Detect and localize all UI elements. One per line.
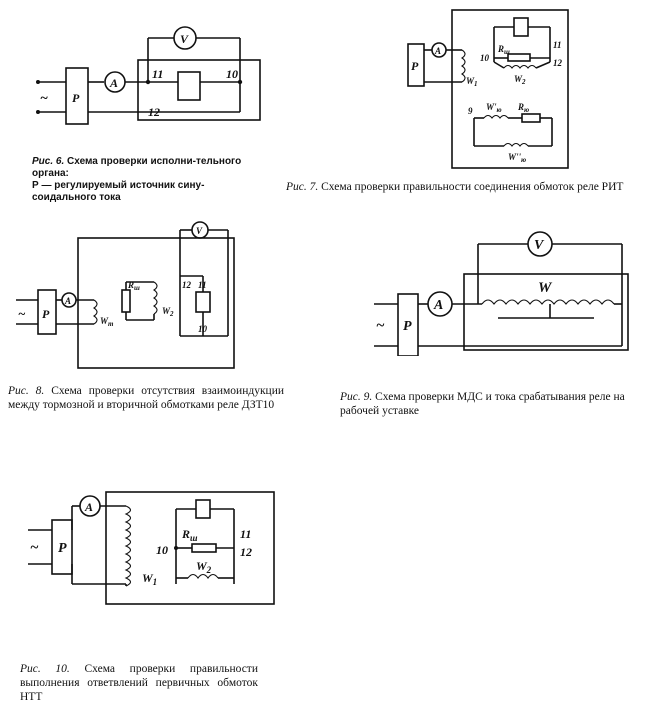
fig8-relay-enclosure: [77, 237, 235, 369]
fig8-rsh-resistor: [121, 289, 131, 313]
fig7-caption: Рис. 7. Схема проверки правильности соед…: [286, 180, 668, 194]
fig10-w1-coil: [124, 505, 132, 587]
fig9-source-box: [397, 293, 419, 356]
fig9-caption: Рис. 9. Схема проверки МДС и тока срабат…: [340, 390, 662, 418]
fig10-source-label: P: [58, 541, 67, 556]
fig6-ac-symbol: ~: [40, 91, 48, 106]
fig9-ammeter-label: A: [433, 298, 443, 313]
fig7-caption-text: Схема проверки правильности соединения о…: [318, 181, 624, 193]
fig10-w1-label: W1: [142, 571, 157, 587]
fig10-diagram: P ~ A W1 Rш W2 10 11 12: [28, 491, 275, 605]
fig7-terminal-10: 10: [480, 53, 490, 63]
fig7-rk-resistor: [521, 113, 541, 123]
fig7-wii-label: W''ю: [508, 152, 526, 164]
fig10-caption-text: Схема проверки правильности выполнения о…: [20, 663, 258, 703]
fig7-w1-label: W1: [466, 76, 478, 88]
fig7-ammeter-label: A: [434, 46, 441, 56]
fig8-relay-coil: [195, 291, 211, 313]
fig10-rsh-label: Rш: [181, 527, 198, 543]
fig8-source-label: P: [42, 307, 50, 321]
fig6-terminal-12: 12: [148, 105, 160, 119]
fig9-source-label: P: [403, 319, 412, 334]
fig9-w-label: W: [538, 280, 553, 296]
fig9-voltmeter-label: V: [534, 238, 545, 253]
fig8-caption: Рис. 8. Схема проверки отсутствия взаимо…: [8, 384, 284, 412]
fig8-diagram: P ~ A Wт Rш W2 V 12 11 10: [16, 221, 235, 369]
fig6-ammeter-label: A: [109, 76, 118, 90]
fig10-w2-coil: [187, 573, 219, 579]
fig8-w2-coil: [153, 281, 158, 315]
fig7-wii-coil: [503, 142, 529, 147]
fig6-diagram: P ~ A V 11 10 12: [36, 26, 261, 125]
fig8-caption-number: Рис. 8.: [8, 385, 45, 397]
fig7-relay-enclosure: [451, 9, 569, 169]
fig10-relay-enclosure: [105, 491, 275, 605]
fig7-rsh-label: Rш: [497, 44, 510, 56]
fig7-wi-coil: [483, 114, 509, 119]
fig7-relay-coil: [513, 17, 529, 37]
fig8-w2-label: W2: [162, 306, 174, 318]
fig7-terminal-9: 9: [468, 106, 473, 116]
fig8-ac-symbol: ~: [18, 306, 26, 321]
fig9-w-coil: [481, 299, 615, 305]
fig7-w2-label: W2: [514, 74, 526, 86]
fig8-terminal-11: 11: [198, 280, 207, 290]
fig8-source-box: [37, 289, 57, 335]
fig10-ac-symbol: ~: [30, 540, 39, 556]
fig7-diagram: P A W1 Rш W2 10 11 12 9 W'ю Rю W''ю: [407, 9, 569, 169]
fig8-ammeter-label: A: [64, 296, 71, 306]
fig8-terminal-12: 12: [182, 280, 192, 290]
fig9-caption-text: Схема проверки МДС и тока срабатывания р…: [340, 391, 625, 417]
fig6-voltmeter-label: V: [180, 32, 189, 46]
fig10-relay-coil: [195, 499, 211, 519]
fig9-relay-enclosure: [463, 273, 629, 351]
fig8-caption-text: Схема проверки отсутствия взаимоиндукции…: [8, 385, 284, 411]
fig7-terminal-12: 12: [553, 58, 563, 68]
fig6-relay-coil: [177, 71, 201, 101]
fig9-diagram: P ~ A W V: [374, 231, 629, 356]
fig6-terminal-11: 11: [152, 67, 163, 81]
fig8-terminal-10: 10: [198, 324, 208, 334]
fig10-terminal-11: 11: [240, 527, 251, 541]
fig7-source-label: P: [411, 59, 419, 73]
fig6-relay-enclosure: [137, 59, 261, 121]
fig7-caption-number: Рис. 7.: [286, 181, 319, 193]
fig8-rsh-label: Rш: [127, 280, 140, 292]
fig10-caption-number: Рис. 10.: [20, 663, 70, 675]
fig7-w2-coil: [503, 64, 537, 69]
fig10-terminal-10: 10: [156, 543, 168, 557]
fig7-terminal-11: 11: [553, 40, 562, 50]
fig6-caption-number: Рис. 6.: [32, 156, 65, 167]
fig9-caption-number: Рис. 9.: [340, 391, 373, 403]
fig7-rsh-resistor: [507, 53, 531, 62]
fig10-ammeter-label: A: [84, 500, 93, 514]
fig8-wt-coil: [93, 299, 98, 325]
fig7-rk-label: Rю: [517, 102, 529, 114]
fig7-source-box: [407, 43, 425, 87]
fig6-caption-title: Схема проверки исполни-тельного органа:: [32, 156, 242, 179]
fig8-wt-label: Wт: [100, 316, 114, 328]
fig6-terminal-10: 10: [226, 67, 238, 81]
fig8-voltmeter-label: V: [196, 226, 203, 236]
fig10-rsh-resistor: [191, 543, 217, 553]
fig7-wi-label: W'ю: [486, 102, 502, 114]
fig6-source-box: [65, 67, 89, 125]
fig6-source-label: P: [72, 91, 80, 105]
fig6-caption: Рис. 6. Схема проверки исполни-тельного …: [32, 156, 264, 204]
fig10-caption: Рис. 10. Схема проверки правильности вып…: [20, 662, 258, 704]
fig10-source-box: [51, 519, 73, 575]
fig7-w1-coil: [461, 49, 466, 83]
fig9-ac-symbol: ~: [376, 318, 385, 334]
fig6-caption-note: Р — регулируемый источник сину-соидально…: [32, 180, 205, 203]
fig10-w2-label: W2: [196, 559, 212, 575]
fig10-terminal-12: 12: [240, 545, 252, 559]
